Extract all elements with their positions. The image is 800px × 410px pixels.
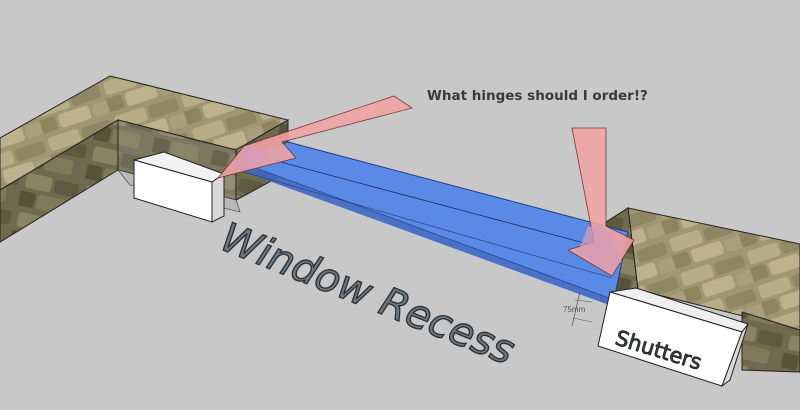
dimension-label: 75mm bbox=[563, 305, 586, 314]
hinge-arrow-right bbox=[567, 127, 635, 277]
left-shutter-box bbox=[132, 151, 226, 223]
hinge-question: What hinges should I order!? bbox=[427, 88, 648, 104]
hinge-arrow-left bbox=[216, 95, 413, 179]
right-wall bbox=[605, 207, 800, 373]
dimension-marker bbox=[571, 291, 593, 327]
right-shutter-box bbox=[597, 287, 749, 388]
